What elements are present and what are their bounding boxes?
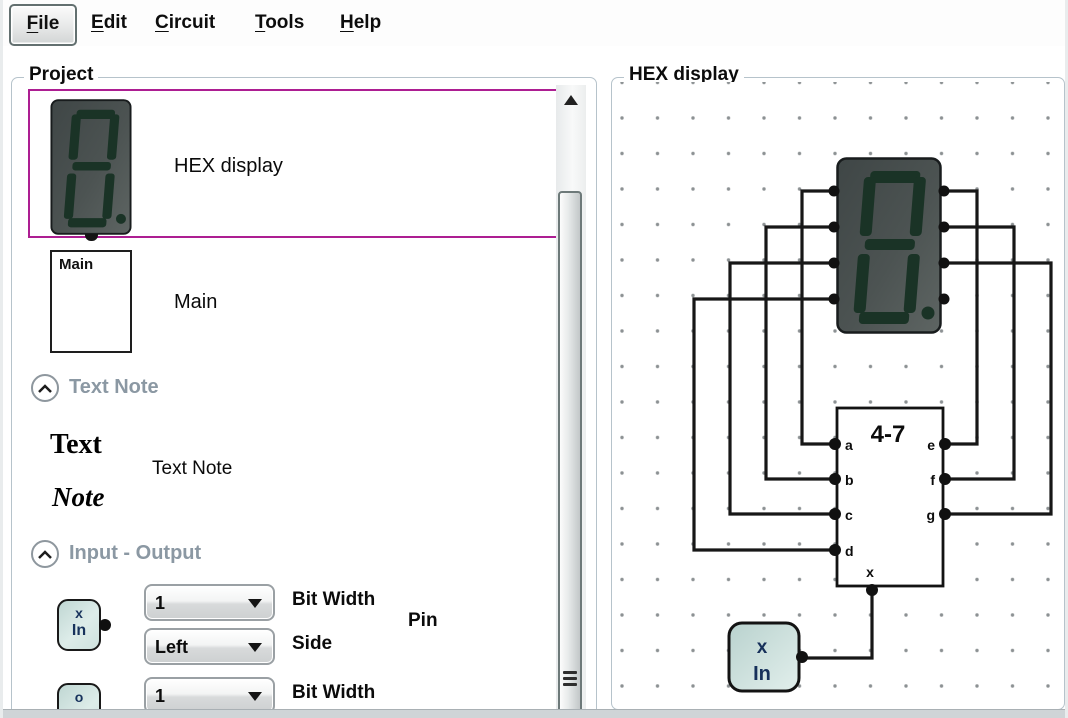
project-scrollbar[interactable] — [556, 85, 586, 718]
scrollbar-thumb[interactable] — [558, 191, 582, 718]
dropdown-arrow-icon — [248, 692, 262, 701]
decoder-pin-label-a: a — [845, 437, 853, 453]
bit-width-value-2: 1 — [155, 686, 166, 706]
text-note-preview-line1[interactable]: Text — [50, 429, 102, 460]
icon-pin-nub — [85, 234, 98, 241]
hex-display-item-label: HEX display — [174, 155, 283, 177]
menu-help-mnemonic: H — [340, 12, 354, 33]
menu-file-rest: ile — [38, 13, 60, 34]
io-collapse-button[interactable] — [31, 540, 59, 568]
input-block-pin — [796, 651, 808, 663]
menu-file-mnemonic: F — [26, 13, 39, 34]
project-panel: Project HEX display Main Main Text Note … — [11, 64, 597, 718]
main-icon-text: Main — [59, 256, 94, 273]
menu-item-circuit[interactable]: Circuit — [155, 4, 215, 42]
pin-block-top-text: x — [75, 605, 83, 621]
decoder-pin-label-x: x — [866, 564, 874, 580]
decoder-4-7[interactable]: 4-7 a b c d e f g x — [829, 406, 951, 596]
side-dropdown[interactable]: Left — [144, 628, 275, 665]
decoder-pin-label-f: f — [930, 472, 935, 488]
wire-c[interactable] — [728, 261, 837, 516]
scrollbar-grip-icon — [563, 671, 577, 689]
menu-edit-mnemonic: E — [91, 12, 104, 33]
window-bottom-edge — [3, 709, 1065, 718]
seven-segment-display[interactable] — [828, 157, 950, 334]
hex-display-panel-title: HEX display — [624, 64, 744, 86]
main-circuit-icon[interactable]: Main — [50, 250, 132, 353]
bit-width-dropdown[interactable]: 1 — [144, 584, 275, 621]
decoder-pins — [829, 438, 951, 596]
pin-block-partial-text: o — [74, 689, 84, 705]
text-note-preview-line2[interactable]: Note — [52, 482, 105, 512]
menu-tools-rest: ools — [265, 12, 305, 33]
wire-e[interactable] — [942, 189, 979, 446]
decoder-pin-label-d: d — [845, 543, 854, 559]
bit-width-label: Bit Width — [292, 589, 376, 610]
menu-item-help[interactable]: Help — [340, 4, 381, 42]
side-label: Side — [292, 633, 333, 654]
decoder-pin-label-e: e — [927, 437, 935, 453]
dropdown-arrow-icon — [248, 643, 262, 652]
menu-help-rest: elp — [353, 12, 382, 33]
scroll-up-icon — [564, 95, 578, 105]
wire-x[interactable] — [803, 590, 874, 660]
io-section-header[interactable]: Input - Output — [69, 542, 202, 564]
bit-width-label-2: Bit Width — [292, 682, 376, 703]
pin-type-label: Pin — [408, 610, 438, 631]
menu-item-file[interactable]: File — [9, 4, 77, 46]
bit-width-value: 1 — [155, 593, 166, 613]
decoder-title: 4-7 — [871, 421, 906, 448]
side-value: Left — [155, 637, 188, 657]
menu-tools-mnemonic: T — [255, 12, 266, 33]
menu-circuit-mnemonic: C — [155, 12, 169, 33]
wire-b[interactable] — [764, 225, 837, 481]
hex-display-panel: HEX display — [611, 64, 1065, 710]
menu-circuit-rest: ircuit — [168, 12, 216, 33]
text-note-collapse-button[interactable] — [31, 374, 59, 402]
dropdown-arrow-icon — [248, 599, 262, 608]
text-note-section-header[interactable]: Text Note — [69, 376, 159, 398]
wires[interactable] — [692, 189, 1053, 660]
menu-edit-rest: dit — [103, 12, 127, 33]
chevron-up-icon — [38, 383, 52, 393]
decoder-pin-label-g: g — [926, 507, 935, 523]
decoder-pin-label-b: b — [845, 472, 854, 488]
input-block-top-text: x — [757, 637, 768, 658]
input-block-bottom-text: In — [753, 663, 771, 685]
circuit-canvas[interactable]: 4-7 a b c d e f g x x In — [614, 82, 1060, 706]
decoder-pin-label-c: c — [845, 507, 853, 523]
bit-width-dropdown-2[interactable]: 1 — [144, 677, 275, 714]
pin-block-bottom-text: In — [71, 622, 87, 639]
menu-bar: File Edit Circuit Tools Help — [3, 0, 1065, 46]
menu-item-edit[interactable]: Edit — [91, 4, 127, 42]
pin-input-block[interactable]: x In — [57, 599, 101, 651]
pin-connector-dot — [99, 619, 111, 631]
wire-f[interactable] — [942, 225, 1016, 481]
wire-d[interactable] — [692, 297, 837, 552]
menu-item-tools[interactable]: Tools — [255, 4, 304, 42]
display-pins — [828, 185, 950, 305]
scroll-up-button[interactable] — [556, 85, 586, 115]
text-note-item-label: Text Note — [152, 458, 233, 479]
main-item-label: Main — [174, 291, 218, 313]
wire-g[interactable] — [942, 261, 1053, 516]
project-panel-title: Project — [24, 64, 99, 86]
wire-a[interactable] — [800, 189, 837, 446]
chevron-up-icon — [38, 549, 52, 559]
input-pin-block[interactable]: x In — [727, 621, 808, 693]
seven-segment-icon — [50, 99, 132, 235]
